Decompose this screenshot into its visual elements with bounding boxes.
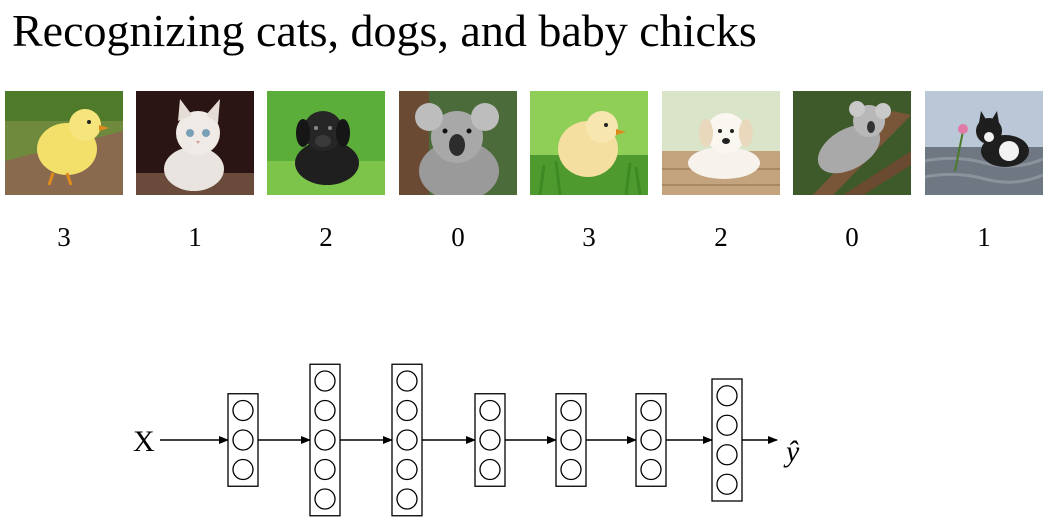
class-label: 3 — [582, 222, 596, 252]
class-label: 2 — [714, 222, 728, 252]
neuron-circle — [716, 385, 738, 407]
dog-photo — [662, 91, 780, 195]
cat-photo — [136, 91, 254, 195]
neuron-circle — [314, 429, 336, 451]
koala-photo — [399, 91, 517, 195]
neuron-circle — [396, 370, 418, 392]
neuron-circle — [479, 399, 501, 422]
class-label: 1 — [977, 222, 991, 252]
cat-photo — [925, 91, 1043, 195]
koala-photo — [793, 91, 911, 195]
output-y-hat-label: ŷ — [783, 435, 800, 468]
chick-photo — [530, 91, 648, 195]
chick-photo — [5, 91, 123, 195]
neuron-circle — [314, 399, 336, 422]
neuron-circle — [232, 399, 254, 422]
class-label: 1 — [188, 222, 202, 252]
neuron-circle — [640, 458, 662, 481]
neuron-circle — [314, 488, 336, 510]
neuron-circle — [716, 414, 738, 436]
neuron-circle — [396, 458, 418, 481]
neuron-circle — [396, 488, 418, 510]
neural-network-diagram: X ŷ — [133, 363, 800, 517]
neuron-circle — [232, 458, 254, 481]
class-label: 2 — [319, 222, 333, 252]
neuron-circle — [640, 399, 662, 422]
neuron-circle — [560, 399, 582, 422]
neuron-circle — [560, 429, 582, 451]
neuron-circle — [716, 473, 738, 495]
neuron-circle — [314, 370, 336, 392]
neuron-circle — [314, 458, 336, 481]
neuron-circle — [560, 458, 582, 481]
neuron-circle — [479, 458, 501, 481]
class-label: 0 — [451, 222, 465, 252]
input-x-label: X — [133, 425, 155, 458]
neuron-circle — [232, 429, 254, 451]
class-label: 3 — [57, 222, 71, 252]
neuron-circle — [640, 429, 662, 451]
neuron-circle — [396, 399, 418, 422]
slide-title: Recognizing cats, dogs, and baby chicks — [12, 5, 757, 56]
neuron-circle — [716, 444, 738, 466]
neuron-circle — [396, 429, 418, 451]
class-label: 0 — [845, 222, 859, 252]
neuron-circle — [479, 429, 501, 451]
dog-photo — [267, 91, 385, 195]
